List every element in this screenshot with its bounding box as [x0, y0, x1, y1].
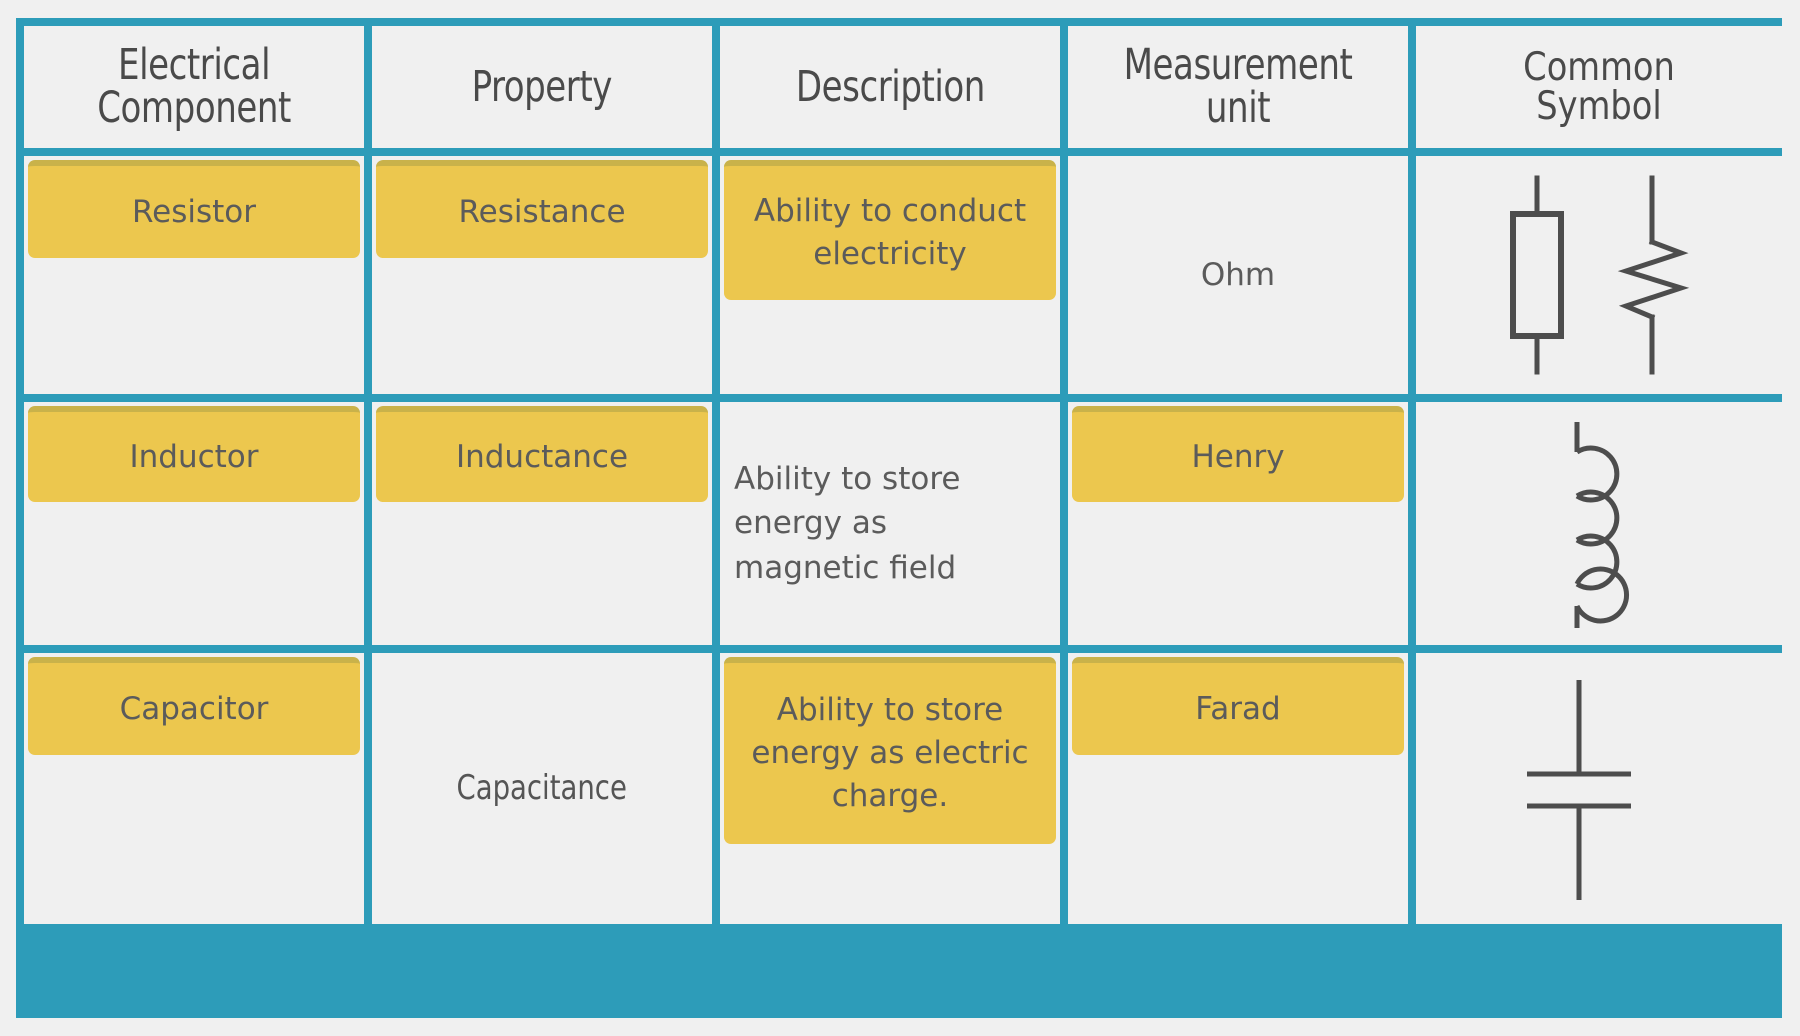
table-row: Inductance — [372, 402, 712, 645]
cell-value: Inductance — [455, 438, 629, 475]
property-capacitance: Capacitance — [372, 653, 712, 924]
cell-value: Ohm — [1200, 256, 1276, 293]
highlight-henry[interactable]: Henry — [1072, 406, 1404, 502]
column-header-label: Electrical Component — [97, 40, 291, 133]
highlight-inductor[interactable]: Inductor — [28, 406, 360, 502]
capacitor-symbol-cell — [1416, 653, 1782, 924]
table-frame: Electrical Component Property Descriptio… — [16, 18, 1782, 1018]
cell-value: Resistor — [132, 193, 256, 230]
column-header-electrical-component: Electrical Component — [24, 26, 364, 148]
comparison-table: Electrical Component Property Descriptio… — [24, 26, 1782, 1010]
highlight-resistor[interactable]: Resistor — [28, 160, 360, 258]
cell-value: Ability to store energy as electric char… — [751, 692, 1029, 814]
column-header-measurement-unit: Measurement unit — [1068, 26, 1408, 148]
table-row: Ability to store energy as magnetic fiel… — [720, 402, 1060, 645]
description-inductor: Ability to store energy as magnetic fiel… — [720, 402, 1060, 645]
column-header-label: Common Symbol — [1523, 45, 1675, 129]
table-row: Ability to store energy as electric char… — [720, 653, 1060, 924]
table-row: Inductor — [24, 402, 364, 645]
column-header-label: Property — [471, 61, 613, 112]
column-header-label: Measurement unit — [1123, 40, 1353, 133]
unit-ohm: Ohm — [1068, 156, 1408, 394]
column-header-label: Description — [795, 61, 985, 112]
cell-value: Farad — [1195, 690, 1281, 727]
column-header-common-symbol: Common Symbol — [1416, 26, 1782, 148]
column-header-description: Description — [720, 26, 1060, 148]
table-row: Resistor — [24, 156, 364, 394]
resistor-symbol — [1510, 175, 1690, 375]
capacitor-symbol — [1527, 679, 1631, 900]
table-row: Farad — [1068, 653, 1408, 924]
table-row: Capacitance — [372, 653, 712, 924]
cell-value: Ability to conduct electricity — [753, 193, 1027, 272]
highlight-inductance[interactable]: Inductance — [376, 406, 708, 502]
table-row: Capacitor — [24, 653, 364, 924]
cell-value: Henry — [1191, 438, 1285, 475]
resistor-symbol-cell — [1416, 156, 1782, 394]
highlight-farad[interactable]: Farad — [1072, 657, 1404, 755]
highlight-description-capacitor[interactable]: Ability to store energy as electric char… — [724, 657, 1056, 844]
inductor-symbol-cell — [1416, 402, 1782, 645]
highlight-capacitor[interactable]: Capacitor — [28, 657, 360, 755]
table-row: Ability to conduct electricity — [720, 156, 1060, 394]
cell-value: Inductor — [129, 438, 259, 475]
table-row: Resistance — [372, 156, 712, 394]
inductor-symbol — [1574, 421, 1630, 628]
cell-value: Capacitance — [456, 768, 628, 809]
column-header-property: Property — [372, 26, 712, 148]
table-row: Ohm — [1068, 156, 1408, 394]
cell-value: Capacitor — [119, 690, 269, 727]
table-row: Henry — [1068, 402, 1408, 645]
cell-value: Ability to store energy as magnetic fiel… — [734, 461, 961, 586]
cell-value: Resistance — [458, 193, 626, 230]
highlight-resistance[interactable]: Resistance — [376, 160, 708, 258]
highlight-description-resistor[interactable]: Ability to conduct electricity — [724, 160, 1056, 300]
